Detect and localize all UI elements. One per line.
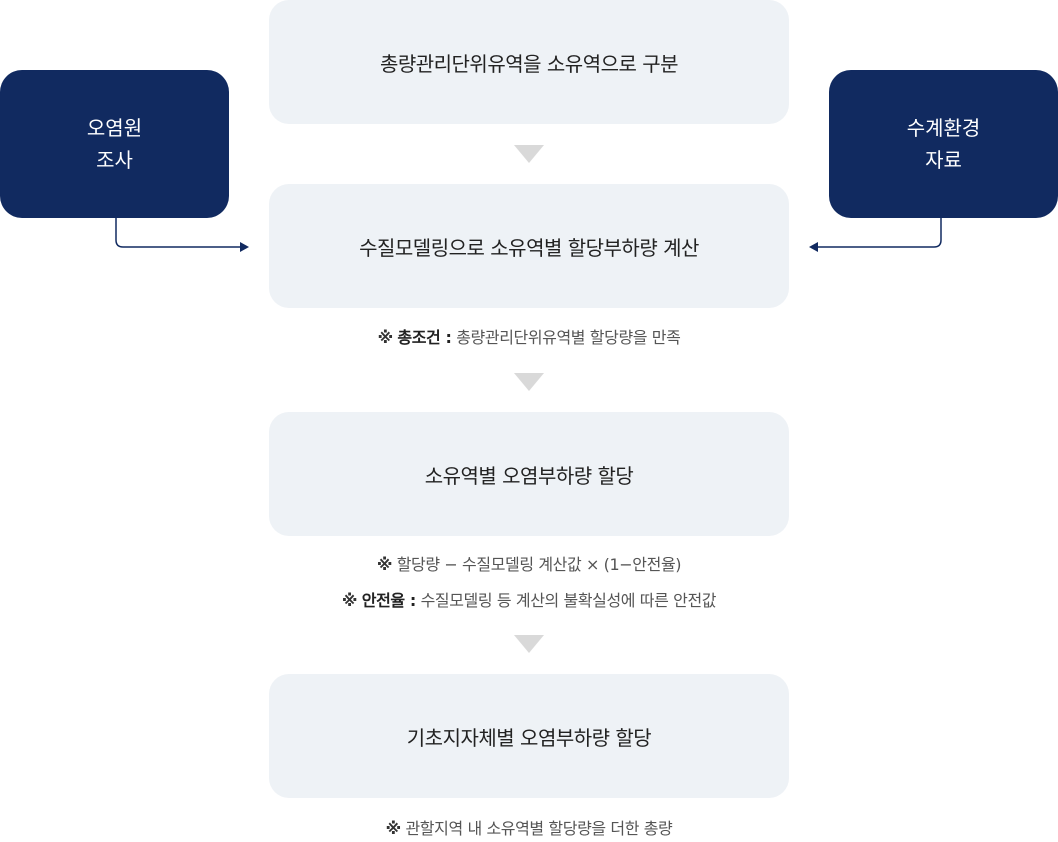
- down-arrow-icon: [514, 373, 544, 391]
- step-1-label: 총량관리단위유역을 소유역으로 구분: [379, 51, 679, 76]
- note-3: ※ 안전율 : 수질모델링 등 계산의 불확실성에 따른 안전값: [341, 591, 717, 610]
- step-4-label: 기초지자체별 오염부하량 할당: [406, 725, 652, 750]
- left-connector: [115, 218, 242, 248]
- step-3-label: 소유역별 오염부하량 할당: [424, 463, 634, 488]
- right-connector: [816, 218, 942, 248]
- step-3-box: 소유역별 오염부하량 할당: [269, 412, 789, 536]
- step-2-box: 수질모델링으로 소유역별 할당부하량 계산: [269, 184, 789, 308]
- arrow-left-icon: [809, 242, 818, 252]
- step-2-label: 수질모델링으로 소유역별 할당부하량 계산: [359, 235, 699, 260]
- arrow-right-icon: [240, 242, 249, 252]
- step-1-box: 총량관리단위유역을 소유역으로 구분: [269, 0, 789, 124]
- down-arrow-icon: [514, 635, 544, 653]
- note-2: ※ 할당량 − 수질모델링 계산값 × (1−안전율): [376, 555, 682, 574]
- note-1: ※ 총조건 : 총량관리단위유역별 할당량을 만족: [377, 328, 681, 347]
- down-arrow-icon: [514, 145, 544, 163]
- note-4: ※ 관할지역 내 소유역별 할당량을 더한 총량: [385, 819, 673, 838]
- step-4-box: 기초지자체별 오염부하량 할당: [269, 674, 789, 798]
